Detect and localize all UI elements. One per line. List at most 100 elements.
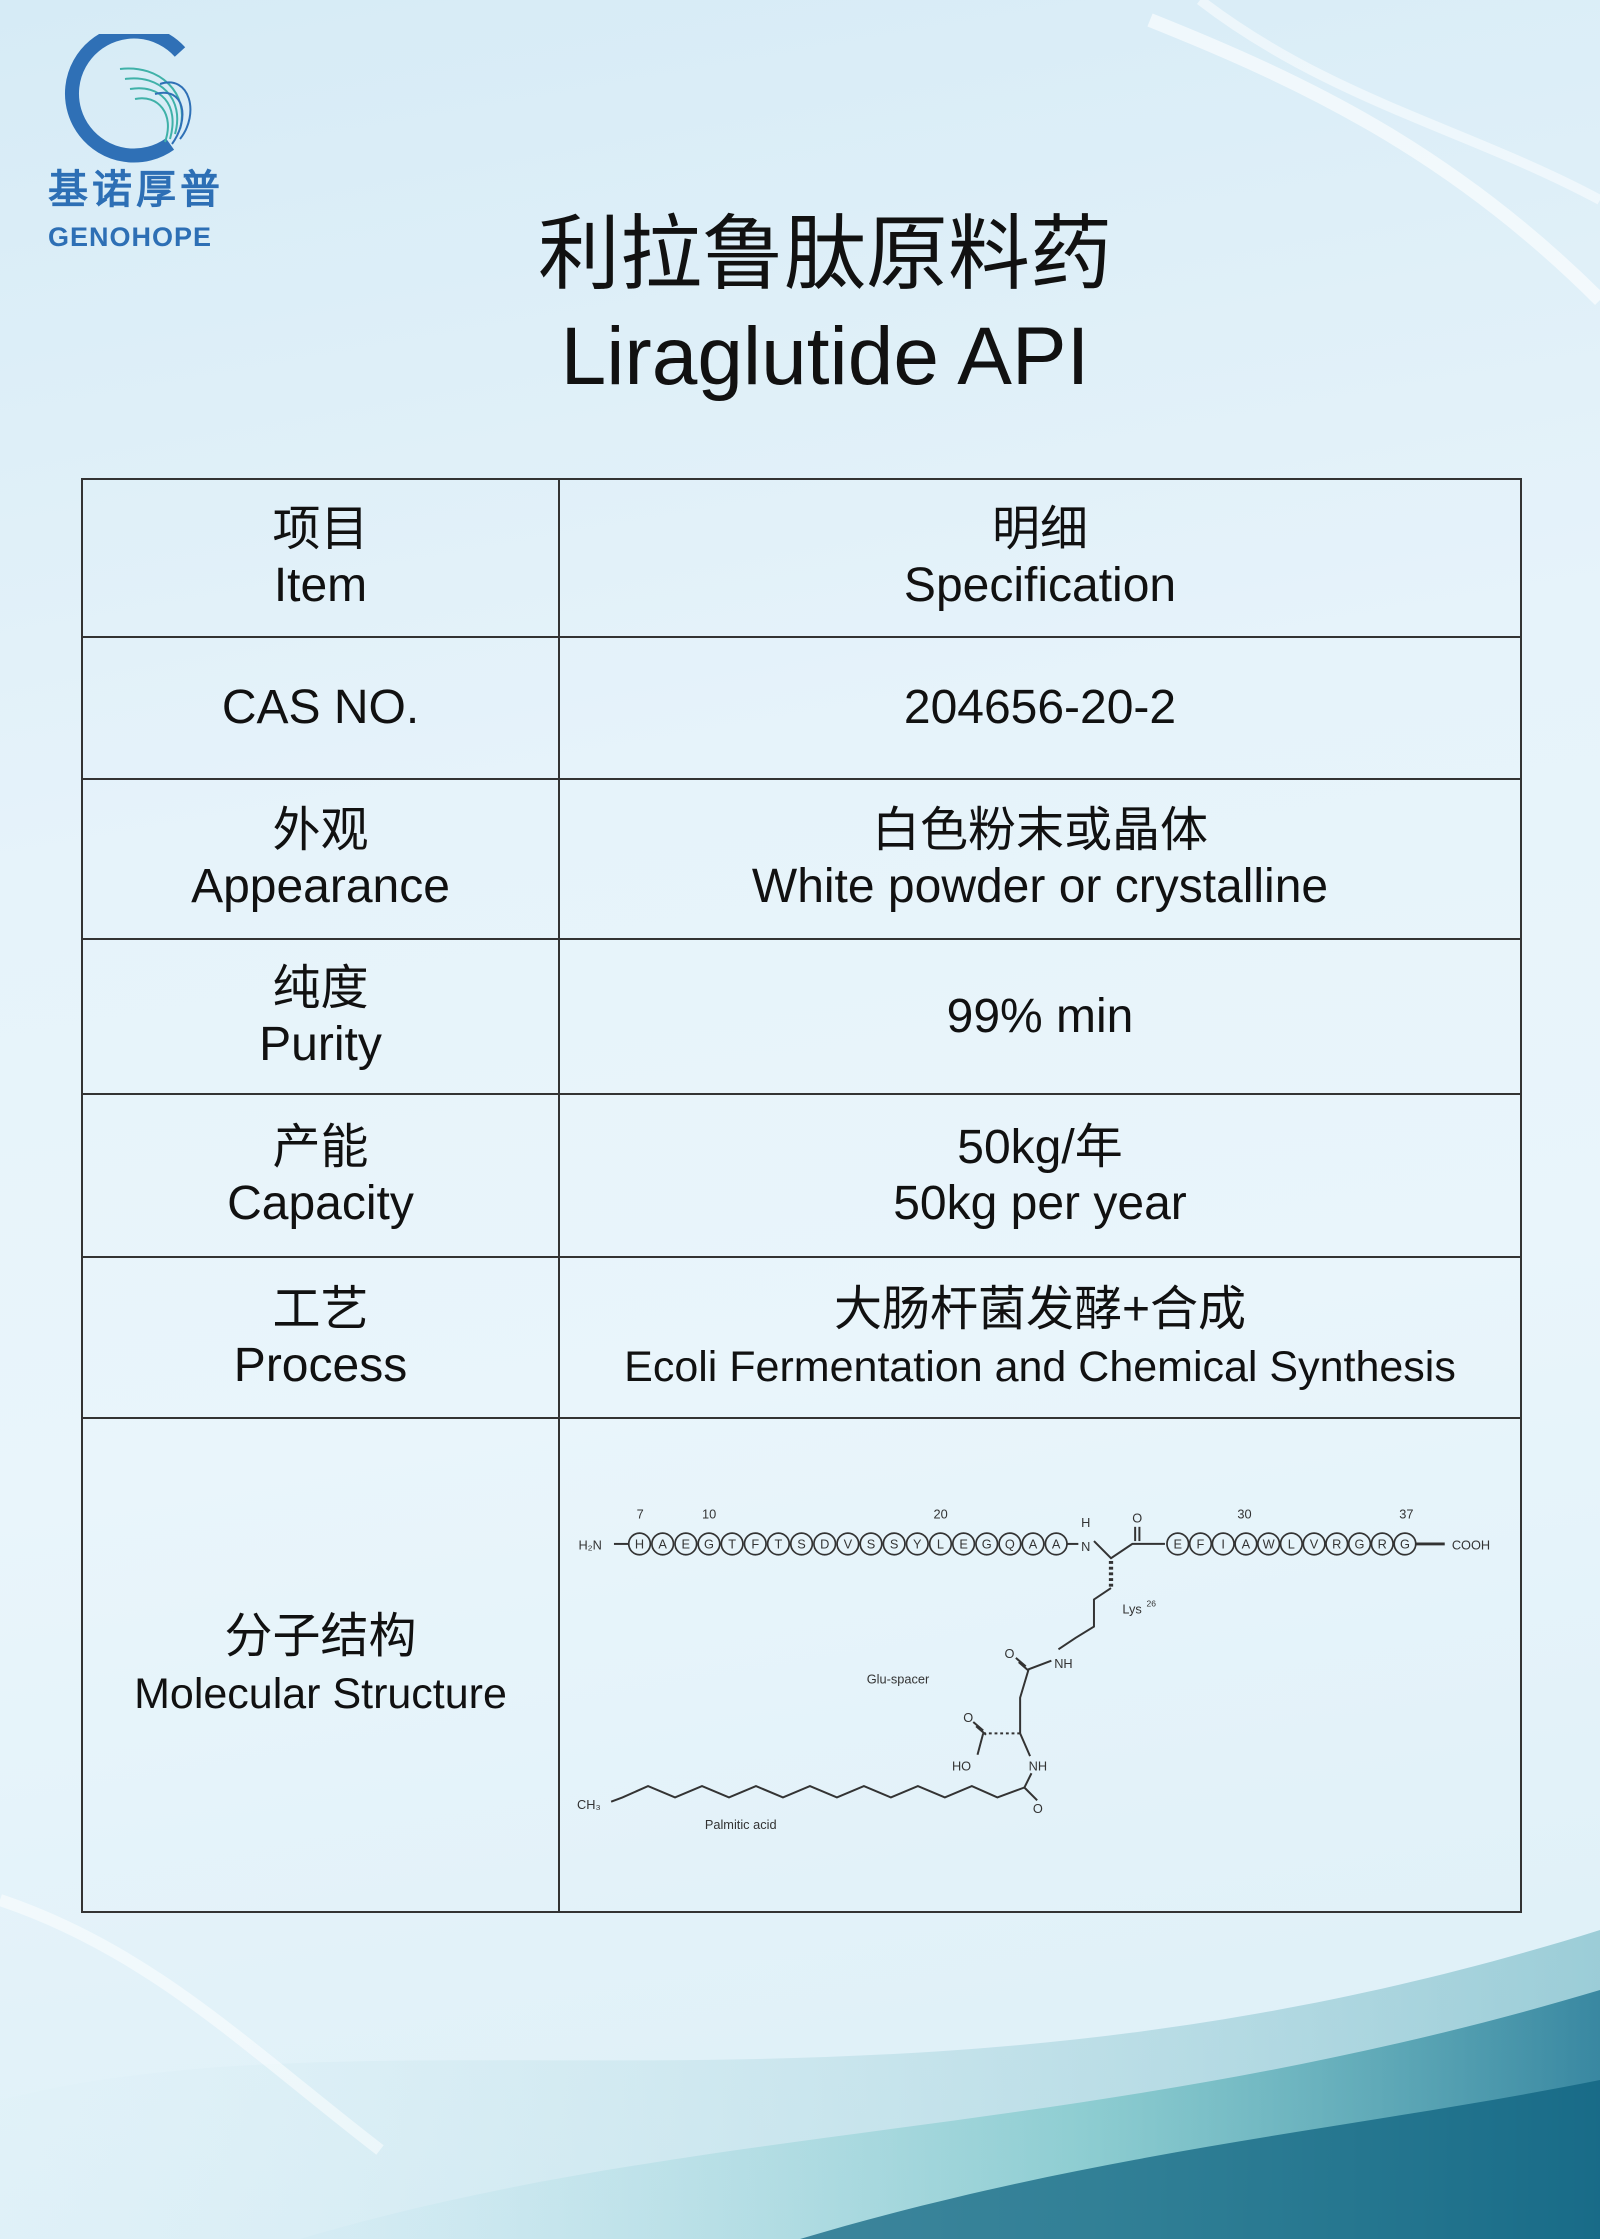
residue-circle (859, 1532, 883, 1556)
residue-letter: V (1310, 1537, 1319, 1552)
table-row: 分子结构 Molecular Structure (81, 1417, 1522, 1913)
residue-circle (882, 1532, 906, 1556)
residue-letter: A (1052, 1537, 1061, 1552)
value-en: Ecoli Fermentation and Chemical Synthesi… (624, 1342, 1456, 1391)
page-title-cn: 利拉鲁肽原料药 (537, 209, 1112, 300)
label-en: Purity (259, 1017, 382, 1071)
label-cn: 工艺 (272, 1282, 369, 1336)
residue-letter: E (1173, 1537, 1182, 1552)
label-en: Process (233, 1338, 408, 1392)
residue-letter: V (844, 1537, 853, 1552)
residue-letter: Y (913, 1537, 922, 1552)
page-title-en: Liraglutide API (560, 311, 1090, 402)
residue-letter: D (820, 1537, 829, 1552)
residue-circle (720, 1532, 744, 1556)
residue-circle (1302, 1532, 1326, 1556)
lys-superscript: 26 (1147, 1599, 1157, 1609)
h-atom: H (1081, 1515, 1090, 1530)
residue-circle (766, 1532, 791, 1556)
residue-circle (651, 1532, 675, 1556)
residue-letter: F (751, 1537, 759, 1552)
residue-circle (1347, 1532, 1372, 1556)
bonds (610, 1526, 1445, 1803)
position-label: 10 (702, 1506, 716, 1521)
residue-letter: G (982, 1537, 992, 1552)
palmitic-acid-label: Palmitic acid (705, 1817, 777, 1832)
label-en: Capacity (227, 1176, 414, 1230)
residue-letter: T (775, 1537, 783, 1552)
residue-circle (998, 1532, 1022, 1556)
residue-letter: Q (1005, 1537, 1015, 1552)
residue-circle (1393, 1532, 1417, 1556)
position-label: 20 (933, 1506, 947, 1521)
table-row: CAS NO. 204656-20-2 (81, 636, 1522, 780)
nh-atom: NH (1054, 1656, 1072, 1671)
row-label: CAS NO. (81, 636, 560, 780)
residue-circle (1021, 1532, 1045, 1556)
c-terminus-label: COOH (1452, 1538, 1490, 1553)
residue-letter: R (1332, 1537, 1341, 1552)
residue-circle (813, 1532, 837, 1556)
position-label: 37 (1399, 1506, 1413, 1521)
residue-letter: L (937, 1537, 944, 1552)
position-label: 7 (637, 1506, 644, 1521)
residue-letter: A (1029, 1537, 1038, 1552)
residue-circle (836, 1532, 860, 1556)
residue-letter: T (728, 1537, 736, 1552)
residue-circle (928, 1532, 953, 1556)
label-en: Molecular Structure (134, 1670, 507, 1718)
residue-circle (975, 1532, 999, 1556)
o-atom: O (1004, 1646, 1014, 1661)
residue-circle (1234, 1532, 1258, 1556)
label-cn: 产能 (272, 1120, 369, 1174)
o-atom: O (963, 1710, 973, 1725)
logo-text-cn: 基诺厚普 (48, 168, 224, 212)
residue-letter: I (1221, 1537, 1225, 1552)
residue-letter: F (1197, 1537, 1205, 1552)
residue-circle (1256, 1532, 1281, 1556)
residue-letter: E (959, 1537, 968, 1552)
residue-circle (1188, 1532, 1213, 1556)
ho-group: HO (952, 1758, 971, 1773)
residue-circle (1325, 1532, 1349, 1556)
residue-circle (743, 1532, 767, 1556)
residue-letter: A (1242, 1537, 1251, 1552)
residue-circle (905, 1532, 929, 1556)
residue-letter: R (1378, 1537, 1387, 1552)
residue-circle (951, 1532, 976, 1556)
header-item-en: Item (273, 559, 368, 612)
value-cn: 大肠杆菌发酵+合成 (833, 1282, 1247, 1336)
residue-circle (674, 1532, 698, 1556)
residue-letter: G (1400, 1537, 1410, 1552)
value-cn: 白色粉末或晶体 (871, 804, 1208, 857)
residue-circle (697, 1532, 721, 1556)
ch3-group: CH₃ (577, 1797, 601, 1812)
glu-spacer-label: Glu-spacer (867, 1671, 930, 1686)
residue-circle (789, 1532, 814, 1556)
label-en: Appearance (191, 860, 450, 913)
o-atom: O (1132, 1511, 1142, 1526)
residue-circle (627, 1532, 652, 1556)
residue-letter: W (1263, 1537, 1276, 1552)
residue-circle (1370, 1532, 1394, 1556)
residue-letter: A (658, 1537, 667, 1552)
residue-letter: G (1355, 1537, 1365, 1552)
position-label: 30 (1237, 1506, 1251, 1521)
genohope-logo-icon (64, 34, 192, 163)
row-value: 204656-20-2 (558, 636, 1522, 780)
value-en: White powder or crystalline (751, 860, 1329, 913)
residue-letter: E (682, 1537, 691, 1552)
label-cn: 分子结构 (224, 1610, 417, 1663)
residue-circle (1211, 1532, 1235, 1556)
header-spec-cn: 明细 (991, 503, 1088, 556)
